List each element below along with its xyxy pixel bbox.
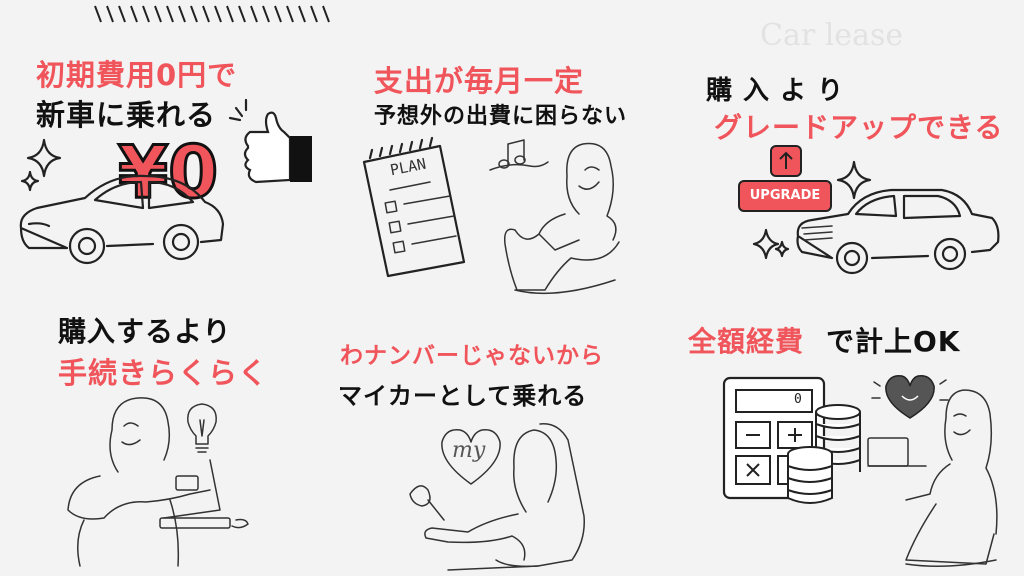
thumbs-up-icon	[228, 98, 312, 184]
hatch-decoration	[94, 5, 330, 23]
music-note-icon	[489, 139, 549, 171]
sparkle-icon	[836, 160, 872, 200]
watermark-logo: Car lease	[760, 18, 904, 53]
woman-driving-illustration	[409, 423, 585, 571]
panel1-subline: 新車に乗れる	[36, 98, 217, 132]
panel3-subline: グレードアップできる	[714, 111, 1004, 144]
sparkle-icon	[20, 138, 62, 192]
panel5-headline: わナンバーじゃないから	[340, 343, 604, 369]
panel4-subline: 手続きらくらく	[58, 356, 269, 390]
panel1-headline: 初期費用0円で	[36, 58, 238, 92]
lightbulb-icon	[187, 403, 217, 453]
up-arrow-icon	[770, 145, 802, 177]
heart-icon	[871, 374, 949, 419]
panel2-subline: 予想外の出費に困らない	[374, 104, 628, 129]
woman-sitting-illustration	[503, 142, 620, 295]
panel4-headline: 購入するより	[58, 315, 232, 348]
plan-clipboard	[362, 136, 466, 278]
upgrade-badge: UPGRADE	[738, 180, 832, 212]
coin-stack-icon	[787, 404, 861, 504]
panel5-subline: マイカーとして乗れる	[338, 382, 588, 410]
calculator-display: 0	[794, 392, 802, 407]
panel6-headline-accent: 全額経費	[688, 325, 805, 358]
woman-laptop-illustration	[867, 389, 998, 567]
car-illustration	[19, 174, 225, 265]
panel3-headline: 購 入 よ り	[706, 76, 845, 106]
heart-label: my	[452, 438, 486, 463]
woman-phone-illustration	[67, 397, 249, 567]
sparkle-icon	[752, 228, 790, 260]
yen-zero-graphic: ¥0	[116, 129, 219, 216]
heart-icon	[441, 429, 501, 485]
panel2-headline: 支出が毎月一定	[374, 64, 585, 98]
panel6-headline: で計上OK	[826, 325, 961, 358]
classic-car-illustration	[796, 188, 1000, 275]
